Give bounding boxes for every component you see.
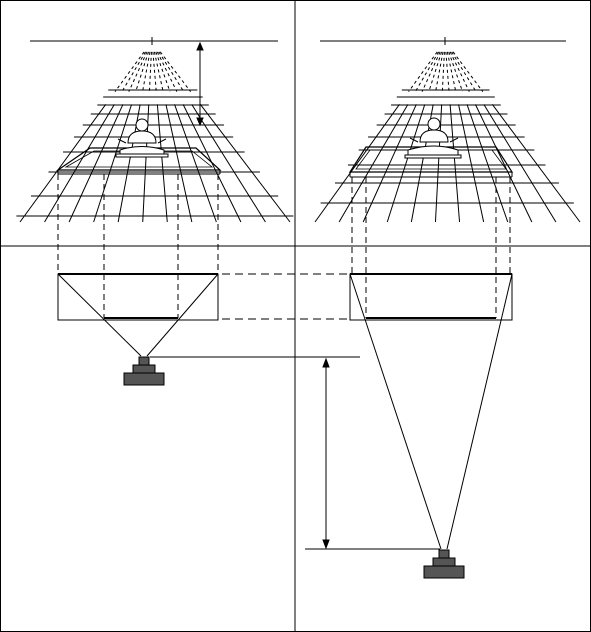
grid-ray-dashed	[148, 51, 152, 92]
grid-ray-dashed	[445, 51, 450, 92]
grid-ray	[474, 104, 533, 223]
grid-ray-dashed	[114, 51, 145, 92]
grid-ray	[199, 104, 291, 223]
distance-arrow-bottom	[305, 357, 440, 550]
grid-ray	[338, 104, 409, 223]
grid-ray-dashed	[451, 51, 477, 92]
grid-ray	[491, 104, 581, 223]
grid-ray	[466, 104, 509, 223]
grid-ray-dashed	[449, 51, 470, 92]
grid-ray-dashed	[156, 51, 178, 92]
grid-ray	[156, 104, 168, 223]
panel-top-left	[16, 37, 294, 223]
horizontal-connectors	[222, 273, 348, 320]
grid-ray	[165, 104, 193, 223]
panel-bottom-right	[305, 273, 513, 579]
grid-ray-dashed	[159, 51, 192, 92]
grid-ray-dashed	[414, 51, 440, 92]
view-ray-left	[349, 273, 442, 550]
projection-lines-right	[351, 177, 511, 318]
grid-ray-dashed	[408, 51, 438, 92]
grid-ray-dashed	[135, 51, 149, 92]
projection-lines-left	[57, 174, 219, 318]
grid-ray-dashed	[446, 51, 457, 92]
grid-ray	[449, 104, 461, 223]
grid-ray	[93, 104, 133, 223]
view-ray-right	[446, 273, 513, 550]
grid-ray	[314, 104, 400, 223]
grid-ray-dashed	[155, 51, 171, 92]
grid-ray	[19, 104, 107, 223]
grid-ray	[68, 104, 124, 223]
grid-ray-dashed	[435, 51, 444, 92]
plan-box	[57, 273, 219, 321]
vanishing-point-icon	[440, 37, 450, 45]
panel-bottom-left	[57, 273, 360, 386]
grid-ray	[191, 104, 266, 223]
view-ray-left	[57, 273, 142, 357]
grid-ray-dashed	[121, 51, 146, 92]
seated-figure-icon	[115, 118, 169, 158]
grid-ray-dashed	[452, 51, 484, 92]
grid-ray-dashed	[441, 51, 445, 92]
grid-ray-dashed	[153, 51, 164, 92]
grid-ray	[386, 104, 426, 223]
camera-icon	[423, 549, 465, 579]
grid-ray-dashed	[428, 51, 443, 92]
grid-ray-dashed	[158, 51, 185, 92]
platform	[348, 146, 514, 178]
platform	[56, 147, 222, 175]
grid-ray-dashed	[128, 51, 148, 92]
grid-ray	[44, 104, 115, 223]
distance-arrow-top	[193, 40, 212, 127]
view-ray-right	[146, 273, 219, 357]
grid-ray-dashed	[448, 51, 464, 92]
panel-top-right	[314, 37, 581, 223]
grid-ray-dashed	[152, 51, 157, 92]
grid-ray	[434, 104, 443, 223]
plan-box	[349, 273, 513, 321]
grid-ray	[174, 104, 217, 223]
vanishing-point-icon	[147, 37, 157, 45]
grid-ray	[458, 104, 485, 223]
grid-ray	[483, 104, 557, 223]
grid-ray-dashed	[421, 51, 441, 92]
grid-ray	[362, 104, 417, 223]
grid-ray-dashed	[142, 51, 151, 92]
seated-figure-icon	[404, 117, 462, 159]
camera-icon	[123, 356, 165, 386]
